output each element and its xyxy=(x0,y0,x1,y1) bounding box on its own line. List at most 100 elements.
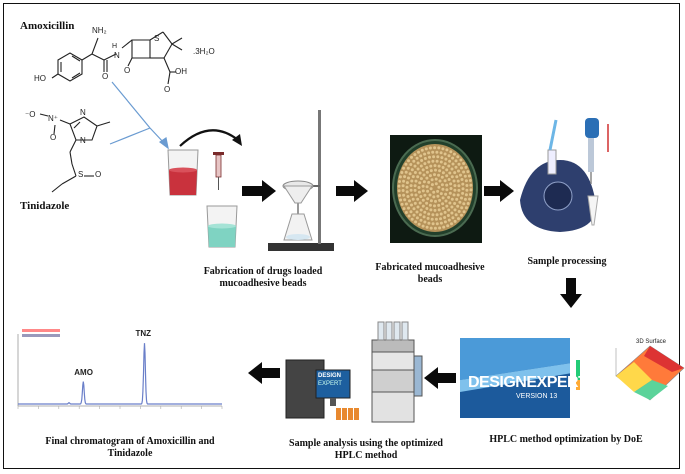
atom-n: N xyxy=(114,51,120,60)
bead xyxy=(431,159,435,163)
screen-brand: DESIGN xyxy=(318,373,342,379)
bead xyxy=(417,186,421,189)
bead xyxy=(413,188,417,192)
atom-s: S xyxy=(154,34,160,43)
bead xyxy=(448,171,452,175)
bead xyxy=(400,171,404,174)
bead xyxy=(419,154,423,158)
bead xyxy=(429,199,433,203)
atom-o1: O xyxy=(102,72,109,81)
step-processing-caption: Sample processing xyxy=(527,256,607,267)
bead xyxy=(447,208,451,212)
bead xyxy=(440,156,444,160)
bead xyxy=(456,179,460,183)
bead xyxy=(460,213,463,217)
bead xyxy=(450,205,454,209)
bead xyxy=(402,193,406,197)
bead xyxy=(418,213,422,217)
bead xyxy=(407,176,410,180)
bead xyxy=(441,206,445,210)
bead xyxy=(421,168,425,172)
bead xyxy=(446,214,450,217)
bead xyxy=(407,206,410,210)
bead xyxy=(418,181,422,185)
bead xyxy=(421,184,425,188)
bead xyxy=(414,179,418,183)
bead xyxy=(418,171,422,175)
bead xyxy=(405,181,409,185)
arrow-4 xyxy=(560,278,582,308)
bead xyxy=(452,152,456,156)
micropipette-icon xyxy=(585,118,609,226)
bead xyxy=(460,206,464,210)
amoxicillin-structure xyxy=(51,31,183,85)
bead xyxy=(416,167,420,171)
bead xyxy=(450,211,454,215)
bead xyxy=(410,155,413,159)
bead xyxy=(446,224,450,228)
tinidazole-label: Tinidazole xyxy=(20,200,70,212)
bead xyxy=(445,168,449,172)
bead xyxy=(416,205,420,209)
bead xyxy=(449,187,453,190)
bead xyxy=(410,193,414,197)
surface-plot xyxy=(615,345,685,401)
bead xyxy=(427,221,431,225)
bead xyxy=(397,189,401,193)
bead xyxy=(465,188,469,192)
bead xyxy=(397,184,401,188)
bead xyxy=(445,183,449,187)
amoxicillin-label: Amoxicillin xyxy=(20,20,75,32)
bead xyxy=(433,226,437,230)
bead xyxy=(433,208,437,212)
bead xyxy=(435,213,439,217)
bead xyxy=(431,222,435,226)
bead xyxy=(437,164,441,168)
bead xyxy=(469,183,473,187)
bead xyxy=(437,173,441,177)
bead xyxy=(416,197,420,201)
bead xyxy=(437,185,441,189)
bead xyxy=(445,174,449,178)
bead xyxy=(457,169,460,173)
bead xyxy=(412,159,416,163)
bead xyxy=(451,162,455,166)
bead xyxy=(456,155,460,159)
bead xyxy=(432,190,436,194)
bead xyxy=(425,170,429,174)
bead xyxy=(413,164,417,168)
bead xyxy=(441,196,445,200)
bead xyxy=(427,180,431,184)
bead xyxy=(417,150,420,154)
bead xyxy=(441,147,445,151)
bead xyxy=(421,189,425,193)
bead xyxy=(439,212,443,216)
bead xyxy=(453,184,457,188)
bead xyxy=(409,210,413,214)
bead xyxy=(435,159,439,163)
bead xyxy=(419,164,423,168)
burette-stand-icon xyxy=(268,110,334,251)
bead xyxy=(411,175,415,179)
bead xyxy=(419,218,423,222)
bead xyxy=(437,208,441,212)
bead xyxy=(431,213,435,217)
bead xyxy=(433,204,436,208)
bead xyxy=(456,193,460,197)
bead xyxy=(408,199,411,203)
bead xyxy=(455,175,459,179)
bead xyxy=(430,183,434,187)
bead xyxy=(426,216,430,220)
bead xyxy=(413,201,417,205)
bead xyxy=(437,203,441,207)
bead xyxy=(406,195,410,198)
bead xyxy=(431,150,435,154)
bead xyxy=(466,170,470,174)
bead xyxy=(414,220,418,224)
bead xyxy=(423,162,427,166)
bead xyxy=(460,196,463,200)
bead xyxy=(460,166,463,170)
bead xyxy=(412,213,416,217)
bead xyxy=(434,168,437,172)
